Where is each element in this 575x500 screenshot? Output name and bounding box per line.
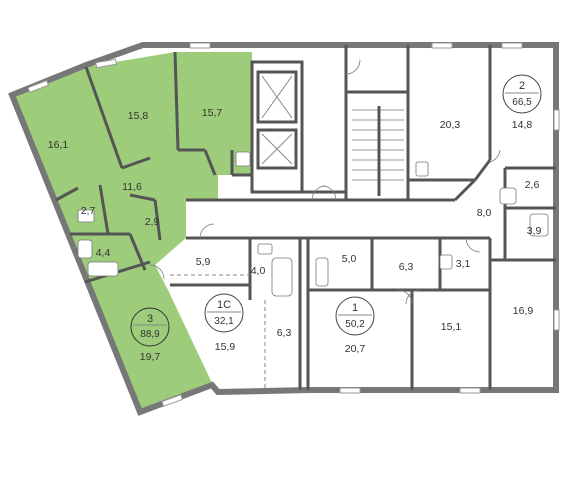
interior-walls-lower <box>170 238 490 390</box>
room-area: 15,1 <box>441 321 462 333</box>
room-labels: 16,1 15,8 15,7 11,6 2,7 2,9 4,4 19,7 20,… <box>48 107 542 363</box>
room-area: 20,3 <box>440 119 461 131</box>
apartment-number: 2 <box>519 80 525 92</box>
apartment-number: 1С <box>217 299 231 311</box>
apartment-total-area: 32,1 <box>214 316 234 327</box>
room-area: 2,9 <box>145 216 160 228</box>
room-area: 15,8 <box>128 110 149 122</box>
apartment-badge-2[interactable]: 2 66,5 <box>502 74 542 114</box>
apartment-3-highlight[interactable] <box>14 52 252 410</box>
room-area: 4,4 <box>96 247 111 259</box>
room-area: 6,3 <box>399 261 414 273</box>
room-area: 15,9 <box>215 341 236 353</box>
room-area: 2,6 <box>525 179 540 191</box>
doors <box>149 59 501 305</box>
staircase <box>352 106 404 196</box>
apartment-total-area: 88,9 <box>140 329 160 340</box>
room-area: 3,9 <box>527 225 542 237</box>
apartment-badge-1c[interactable]: 1С 32,1 <box>204 293 244 333</box>
room-area: 19,7 <box>140 351 161 363</box>
apartment-number: 1 <box>352 302 358 314</box>
interior-walls-apt3 <box>55 51 252 284</box>
room-area: 15,7 <box>202 107 223 119</box>
room-area: 20,7 <box>345 343 366 355</box>
room-area: 16,9 <box>513 305 534 317</box>
room-area: 3,1 <box>456 258 471 270</box>
room-area: 5,9 <box>196 256 211 268</box>
apartment-total-area: 50,2 <box>345 319 365 330</box>
apartment-total-area: 66,5 <box>512 97 532 108</box>
lift-shafts <box>261 75 293 165</box>
room-area: 5,0 <box>342 253 357 265</box>
room-area: 14,8 <box>512 119 533 131</box>
fixtures <box>77 151 549 297</box>
core-walls <box>250 45 410 202</box>
apartment-badge-3[interactable]: 3 88,9 <box>130 307 170 347</box>
room-area: 16,1 <box>48 139 69 151</box>
room-area: 6,3 <box>277 327 292 339</box>
apartment-number: 3 <box>147 313 153 325</box>
room-area: 8,0 <box>477 207 492 219</box>
apartment-badge-1[interactable]: 1 50,2 <box>335 296 375 336</box>
room-area: 11,6 <box>122 181 142 193</box>
room-area: 2,7 <box>81 205 96 217</box>
room-area: 4,0 <box>251 265 266 277</box>
windows <box>27 42 560 407</box>
